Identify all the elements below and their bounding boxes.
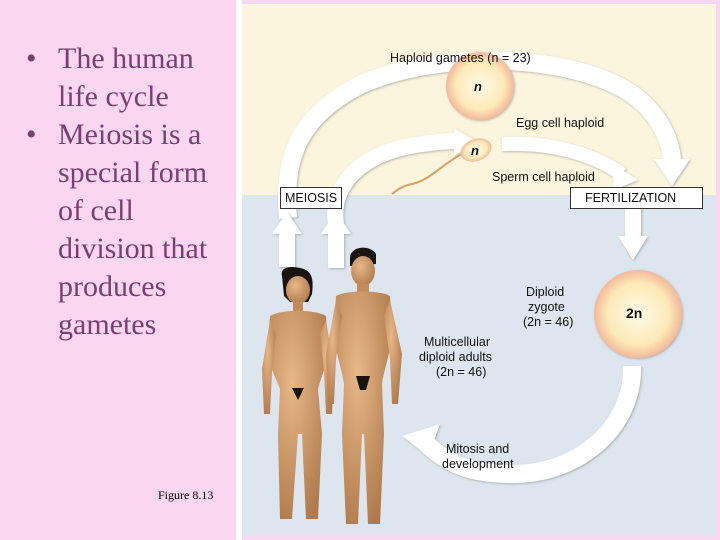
- zygote-label-line1: Diploid: [526, 285, 565, 299]
- egg-cell-n-label: n: [474, 79, 482, 94]
- figure-caption: Figure 8.13: [158, 488, 214, 502]
- bullet-marker: •: [26, 118, 37, 151]
- adults-label-line3: (2n = 46): [436, 365, 487, 379]
- adults-label-line2: diploid adults: [419, 350, 492, 364]
- zygote-label-line3: (2n = 46): [523, 315, 574, 329]
- haploid-gametes-label: Haploid gametes (n = 23): [390, 51, 531, 65]
- male-figure: [326, 247, 402, 524]
- slide-left-panel: • The human life cycle • Meiosis is a sp…: [0, 0, 236, 540]
- sperm-to-fertilization-arrow: [501, 136, 638, 190]
- egg-cell-label: Egg cell haploid: [516, 116, 605, 130]
- zygote-label-line2: zygote: [528, 300, 565, 314]
- egg-cell: [446, 52, 514, 120]
- divider-strip: [236, 0, 242, 540]
- sperm-cell: [391, 138, 492, 195]
- mitosis-arc-arrow: [402, 365, 642, 484]
- mitosis-label-line1: Mitosis and: [446, 442, 510, 456]
- bullet-list: • The human life cycle • Meiosis is a sp…: [26, 40, 236, 344]
- bullet-text: The human life cycle: [58, 42, 194, 113]
- bullet-text: Meiosis is a special form of cell divisi…: [58, 118, 208, 341]
- meiosis-label: MEIOSIS: [280, 187, 343, 209]
- zygote-cell-label: 2n: [626, 305, 643, 321]
- fertilization-label: FERTILIZATION: [570, 187, 704, 209]
- female-figure: [262, 266, 334, 519]
- sperm-cell-n-label: n: [471, 143, 479, 158]
- bullet-item-meiosis: • Meiosis is a special form of cell divi…: [26, 116, 236, 344]
- adults-label-line1: Multicellular: [424, 335, 490, 349]
- life-cycle-diagram: Haploid gametes (n = 23) n Egg cell hapl…: [242, 4, 716, 536]
- mitosis-label-line2: development: [442, 457, 514, 471]
- bullet-item-life-cycle: • The human life cycle: [26, 40, 236, 116]
- meiosis-arrow-left: [272, 212, 302, 267]
- sperm-cell-label: Sperm cell haploid: [492, 170, 595, 184]
- fertilization-to-zygote-arrow: [618, 204, 648, 260]
- zygote-cell: [594, 270, 682, 358]
- bullet-marker: •: [26, 42, 37, 75]
